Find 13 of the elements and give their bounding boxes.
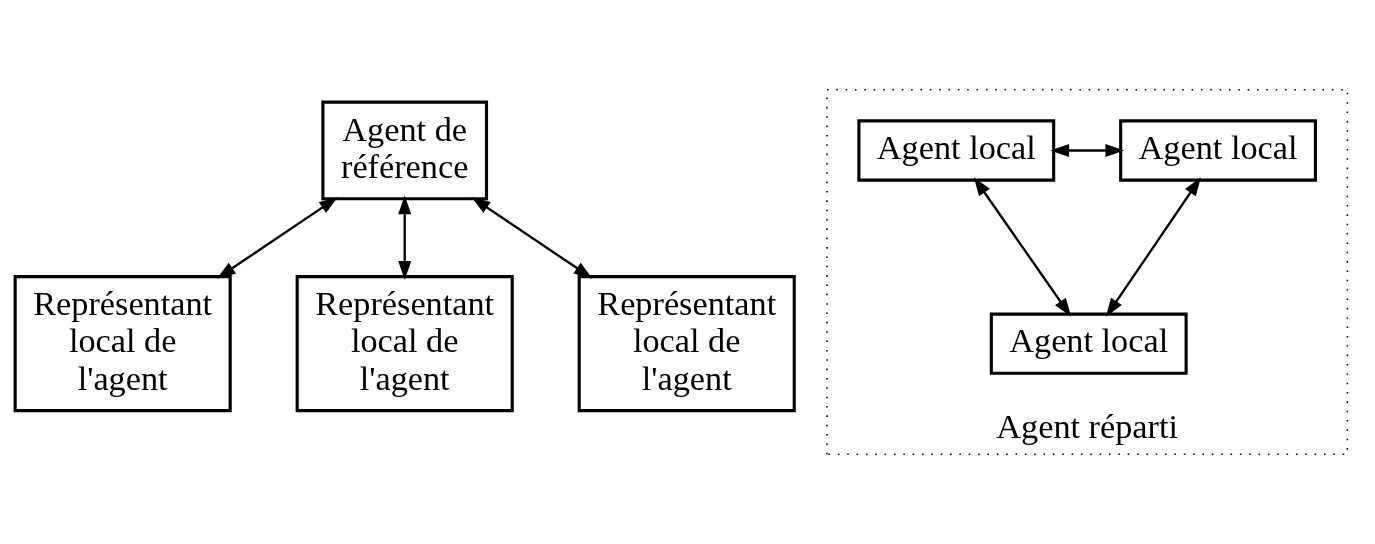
arrow bbox=[216, 197, 338, 279]
arrow bbox=[1105, 177, 1201, 317]
node-box: Agent local bbox=[857, 119, 1056, 182]
arrow bbox=[398, 195, 412, 280]
arrow bbox=[1050, 143, 1125, 157]
node-box: Représentant local de l'agent bbox=[13, 275, 232, 413]
node-box: Représentant local de l'agent bbox=[577, 275, 796, 413]
node-box: Agent de référence bbox=[321, 100, 489, 201]
node-box: Représentant local de l'agent bbox=[295, 275, 514, 413]
node-box: Agent local bbox=[1119, 119, 1317, 182]
node-box: Agent local bbox=[989, 312, 1188, 375]
arrow bbox=[471, 197, 593, 279]
arrow bbox=[973, 177, 1072, 317]
